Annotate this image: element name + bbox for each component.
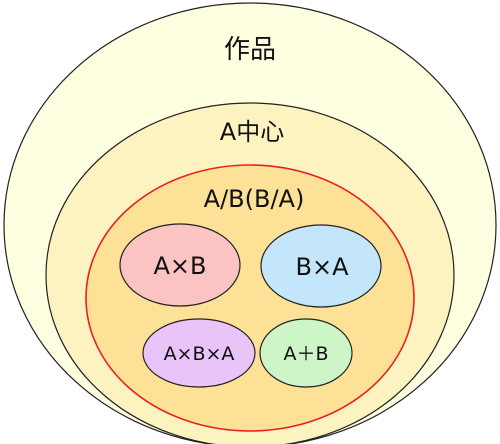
node-aplusb-label: A＋B bbox=[283, 343, 328, 365]
node-axbxa bbox=[142, 318, 256, 388]
node-aplusb bbox=[259, 318, 353, 388]
node-bxa bbox=[260, 224, 382, 308]
node-axb bbox=[119, 223, 241, 307]
outer-label: 作品 bbox=[224, 35, 276, 65]
node-bxa-label: B×A bbox=[296, 253, 350, 281]
inner-label: A/B(B/A) bbox=[204, 185, 305, 213]
node-axb-label: A×B bbox=[154, 252, 207, 280]
middle-label: A中心 bbox=[220, 118, 284, 146]
node-axbxa-label: A×B×A bbox=[164, 343, 235, 365]
